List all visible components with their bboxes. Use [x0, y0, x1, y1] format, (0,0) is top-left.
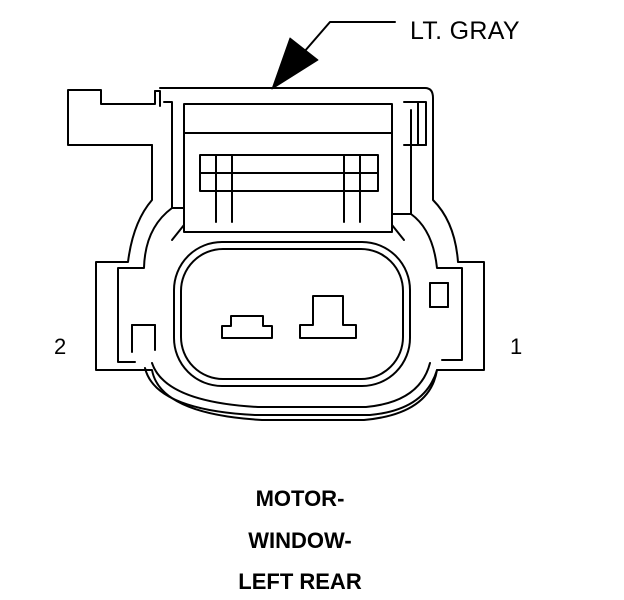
caption-line-1: MOTOR-	[255, 486, 345, 511]
terminal-pin-2	[221, 315, 273, 339]
wire-color-label: LT. GRAY	[410, 17, 520, 45]
pin-number-1: 1	[510, 334, 523, 359]
terminal-cavity	[173, 241, 411, 387]
caption-line-2: WINDOW-	[248, 528, 352, 553]
latch-tab	[67, 89, 161, 146]
callout-arrow-icon	[271, 37, 319, 90]
callout-leader	[271, 21, 396, 90]
pin-number-2: 2	[54, 334, 67, 359]
caption-line-3: LEFT REAR	[238, 569, 362, 594]
lock-frame	[171, 103, 412, 241]
connector-shell	[95, 87, 485, 421]
terminal-pin-1	[299, 295, 357, 339]
